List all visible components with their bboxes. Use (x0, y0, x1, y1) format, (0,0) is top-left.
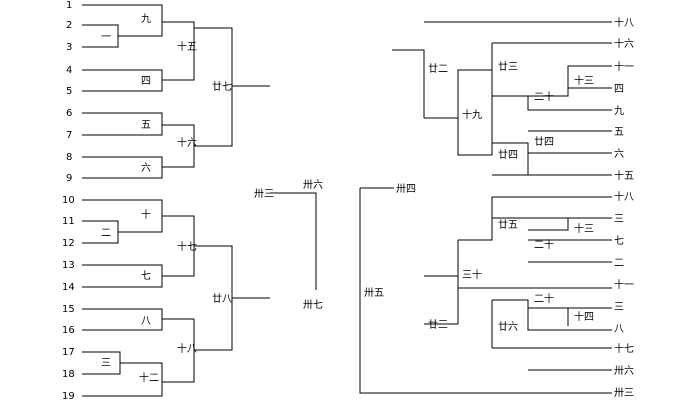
entrant-2: 2 (66, 20, 72, 31)
match-label: 卅六 (303, 179, 323, 191)
match-label: 廿五 (498, 219, 518, 231)
match-label: 五 (141, 120, 151, 131)
slot-label: 十八 (614, 190, 634, 203)
slot-label: 卅三 (614, 387, 634, 399)
match-label: 廿三 (428, 319, 448, 331)
match-label: 六 (141, 162, 151, 174)
match-label: 十七 (177, 240, 197, 253)
match-label: 十八 (177, 342, 197, 355)
entrant-6: 6 (66, 108, 72, 119)
right-match-labels: 十三 二十 廿三 十九 廿四 廿四 廿二 卅四 十三 二十 廿五 三十 十四 二… (364, 61, 594, 333)
slot-label: 卅六 (614, 365, 634, 377)
entrant-14: 14 (62, 282, 75, 293)
slot-label: 三 (614, 214, 624, 225)
entrant-12: 12 (62, 238, 75, 249)
entrant-5: 5 (66, 86, 72, 97)
entrant-1: 1 (66, 0, 72, 11)
entrant-16: 16 (62, 325, 75, 336)
match-label: 十九 (462, 108, 482, 121)
slot-label: 五 (614, 127, 624, 138)
match-label: 十 (141, 208, 151, 221)
slot-label: 八 (614, 324, 624, 335)
entrant-9: 9 (66, 173, 72, 184)
match-label: 二 (101, 228, 111, 239)
entrant-8: 8 (66, 152, 72, 163)
slot-label: 十六 (614, 37, 634, 50)
match-label: 十四 (574, 310, 594, 323)
match-label: 卅四 (396, 183, 416, 195)
match-label: 十二 (139, 371, 159, 384)
slot-label: 三 (614, 302, 624, 313)
slot-label: 十八 (614, 16, 634, 29)
match-label: 七 (141, 270, 151, 282)
match-label: 九 (141, 13, 151, 25)
entrant-3: 3 (66, 42, 72, 53)
match-label: 廿六 (498, 321, 518, 333)
match-label: 卅三 (254, 188, 274, 200)
entrant-15: 15 (62, 304, 75, 315)
left-match-labels: 一 九 四 五 六 十五 十六 廿七 二 十 七 八 三 十二 十七 十八 廿八… (101, 13, 323, 384)
right-bracket-lines (359, 21, 612, 394)
match-label: 八 (141, 316, 151, 327)
match-label: 四 (141, 76, 151, 87)
match-label: 二十 (534, 292, 554, 305)
match-label: 十五 (177, 40, 197, 53)
slot-label: 六 (614, 148, 624, 160)
match-label: 十三 (574, 74, 594, 87)
entrant-4: 4 (66, 65, 72, 76)
entrant-7: 7 (66, 130, 72, 141)
match-label: 廿三 (498, 61, 518, 73)
match-label: 十三 (574, 222, 594, 235)
match-label: 廿八 (212, 293, 232, 305)
slot-label: 十一 (614, 60, 634, 73)
slot-label: 九 (614, 105, 624, 117)
left-entrants: 1 2 3 4 5 6 7 8 9 10 11 12 13 14 15 16 1… (62, 0, 75, 400)
match-label: 三十 (462, 268, 482, 281)
slot-label: 十七 (614, 342, 634, 355)
match-label: 卅七 (303, 299, 323, 311)
entrant-13: 13 (62, 260, 75, 271)
match-label: 廿四 (498, 149, 518, 161)
entrant-18: 18 (62, 369, 75, 380)
entrant-11: 11 (62, 216, 75, 227)
match-label: 二十 (534, 90, 554, 103)
slot-label: 七 (614, 235, 624, 247)
entrant-10: 10 (62, 195, 75, 206)
slot-label: 二 (614, 258, 624, 269)
match-label: 廿二 (428, 63, 448, 75)
right-slots: 十八 十六 十一 四 九 五 六 十五 十八 三 七 二 十一 三 八 十七 卅… (614, 16, 634, 399)
slot-label: 十一 (614, 278, 634, 291)
match-label: 二十 (534, 238, 554, 251)
slot-label: 四 (614, 84, 624, 95)
left-bracket-lines (82, 4, 317, 397)
match-label: 卅五 (364, 287, 384, 299)
slot-label: 十五 (614, 169, 634, 182)
match-label: 廿七 (212, 81, 232, 93)
entrant-19: 19 (62, 391, 75, 400)
match-label: 一 (101, 32, 111, 43)
match-label: 廿四 (534, 136, 554, 148)
entrant-17: 17 (62, 347, 75, 358)
match-label: 三 (101, 358, 111, 369)
match-label: 十六 (177, 136, 197, 149)
